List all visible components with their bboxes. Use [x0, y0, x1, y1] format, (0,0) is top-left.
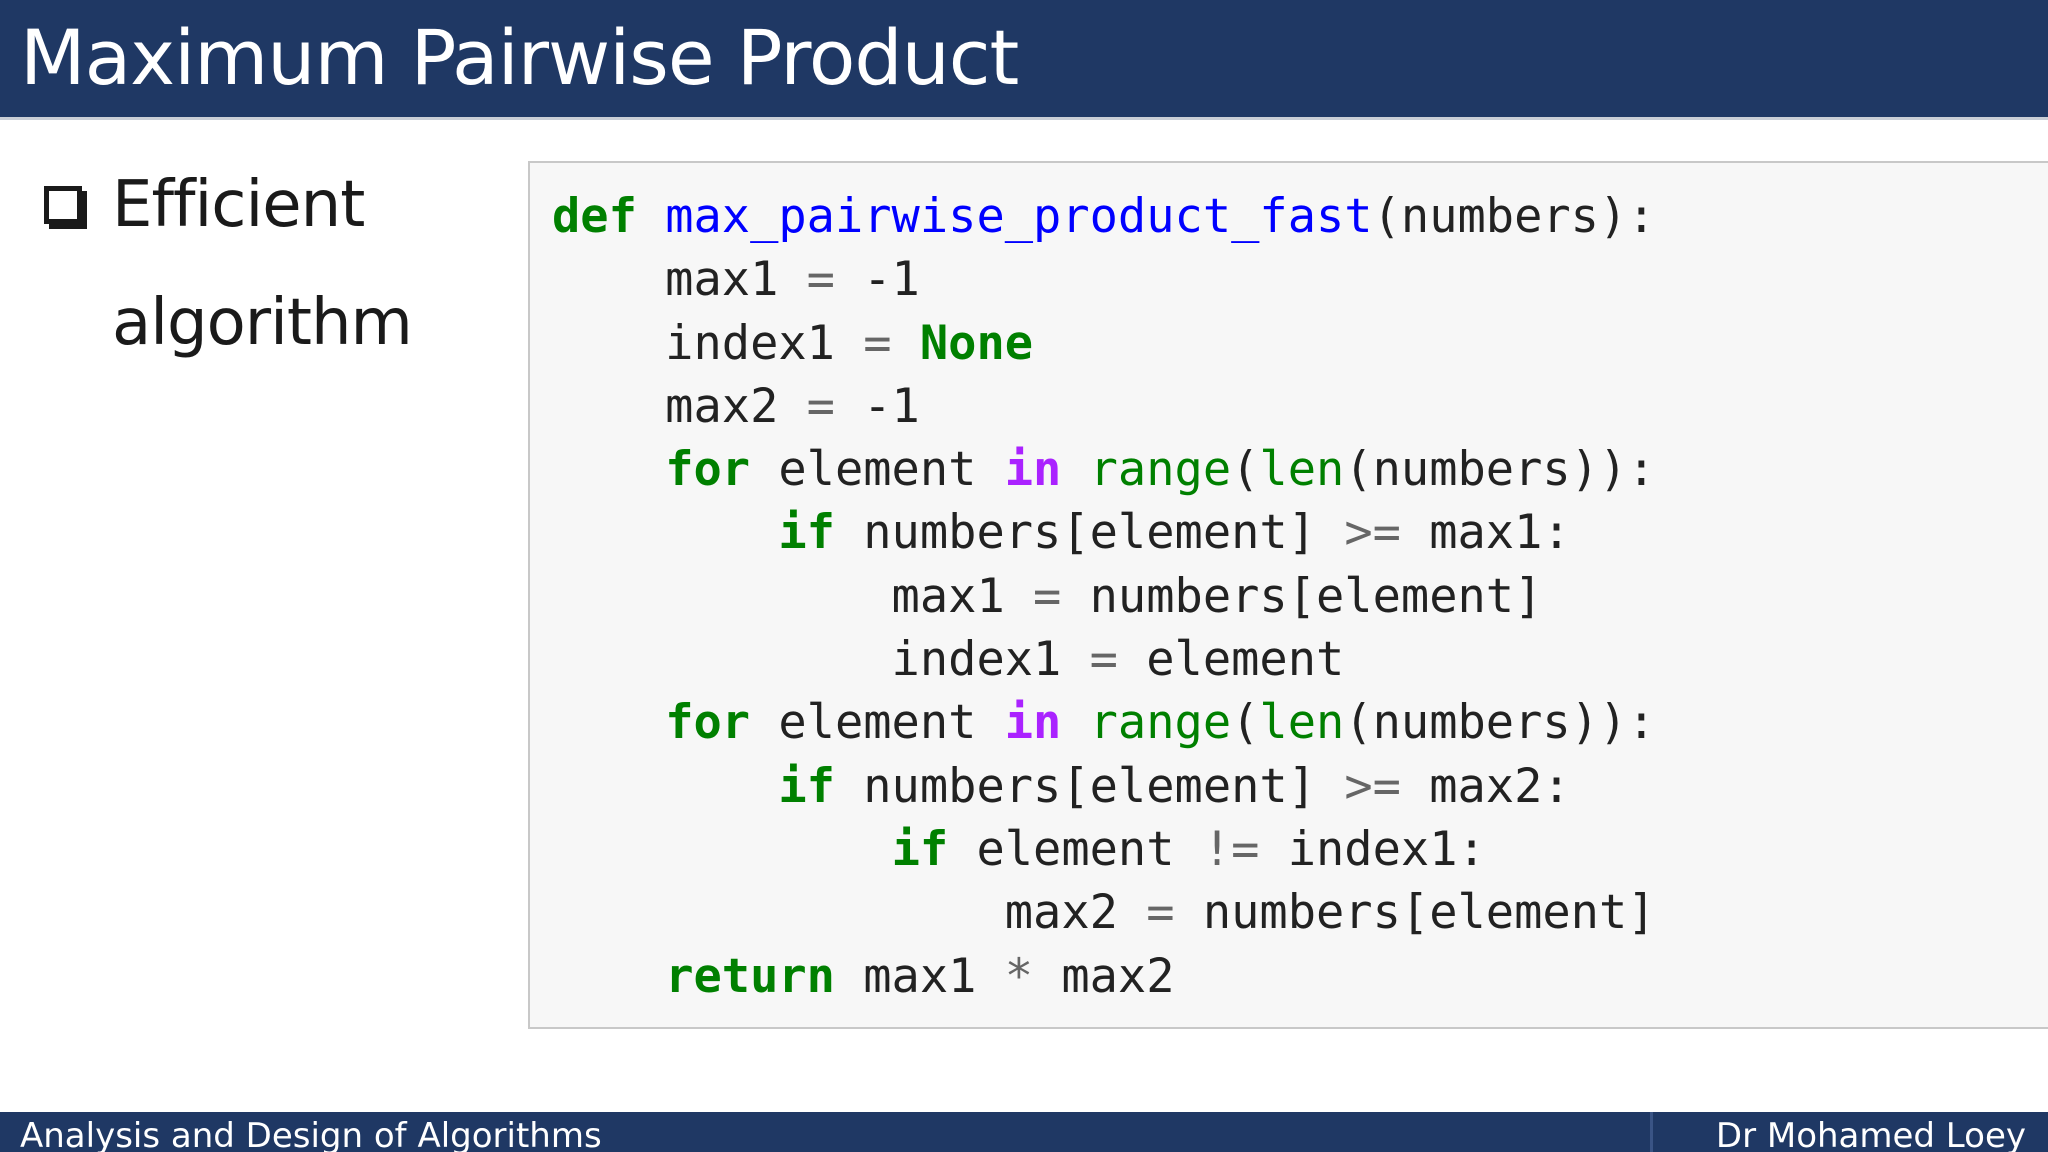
- title-divider: [0, 117, 2048, 120]
- code-line: for element in range(len(numbers)):: [665, 695, 1656, 751]
- bullet-text: Efficient algorithm: [112, 168, 413, 360]
- code-line: index1 = element: [552, 632, 1345, 688]
- code-line: max1 = -1: [552, 252, 920, 308]
- code-line: return max1 * max2: [665, 948, 1175, 1004]
- footer-course: Analysis and Design of Algorithms: [20, 1116, 602, 1152]
- code-line: if numbers[element] >= max2:: [778, 758, 1571, 814]
- footer-bar: Analysis and Design of Algorithms Dr Moh…: [0, 1112, 2048, 1152]
- footer-author: Dr Mohamed Loey: [1715, 1116, 2026, 1152]
- code-panel: def max_pairwise_product_fast(numbers): …: [528, 161, 2048, 1029]
- code-line: max2 = numbers[element]: [552, 885, 1656, 941]
- code-line: if numbers[element] >= max1:: [778, 505, 1571, 561]
- slide-title: Maximum Pairwise Product: [20, 13, 1019, 102]
- footer-divider: [1650, 1112, 1653, 1152]
- code-line: max2 = -1: [552, 378, 920, 434]
- title-bar: Maximum Pairwise Product: [0, 0, 2048, 117]
- code-line: if element != index1:: [891, 821, 1486, 877]
- code-line: max1 = numbers[element]: [552, 568, 1543, 624]
- code-line: def max_pairwise_product_fast(numbers):: [552, 189, 1656, 244]
- code-line: for element in range(len(numbers)):: [665, 442, 1656, 498]
- checkbox-square-icon: [44, 186, 82, 224]
- code-block: def max_pairwise_product_fast(numbers): …: [552, 185, 1656, 1008]
- code-line: index1 = None: [552, 315, 1034, 371]
